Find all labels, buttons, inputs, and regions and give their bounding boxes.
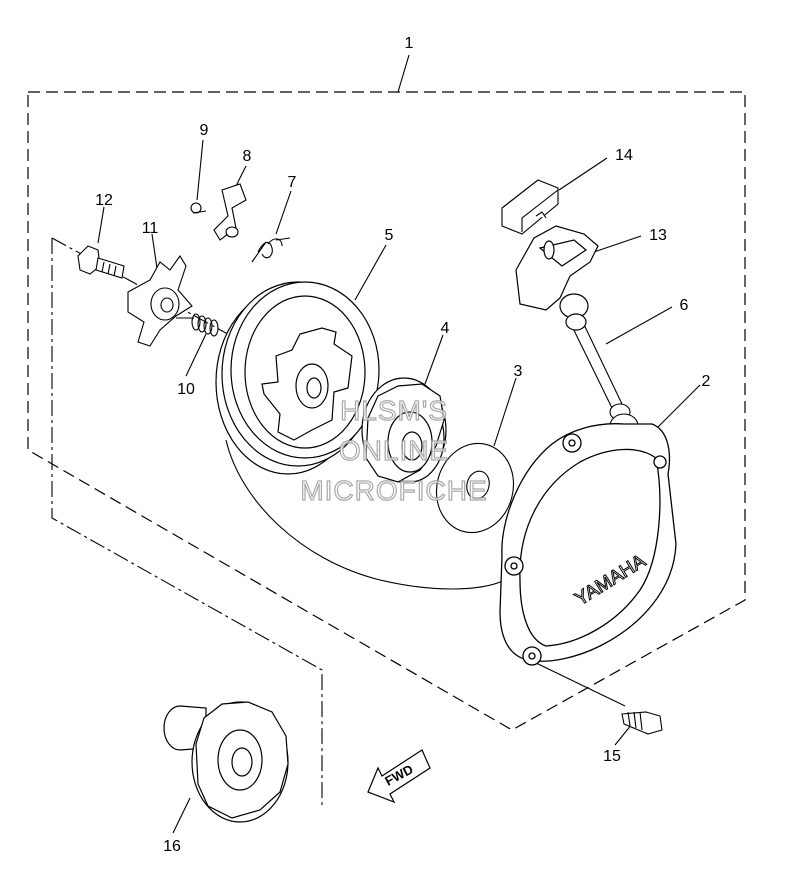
watermark-line-3: MICROFICHE: [300, 475, 487, 506]
part-number-9: 9: [200, 122, 209, 139]
watermark-line-2: ONLINE: [339, 435, 449, 466]
part-number-15: 15: [603, 748, 621, 765]
part-15-screw: [621, 711, 663, 735]
part-9-clip: [190, 202, 207, 214]
part-number-5: 5: [385, 227, 394, 244]
part-number-3: 3: [514, 363, 523, 380]
part-number-16: 16: [163, 838, 181, 855]
leader-lines: [97, 54, 701, 834]
part-16-drive-pulley: [163, 701, 289, 823]
part-number-2: 2: [702, 373, 711, 390]
part-number-12: 12: [95, 192, 113, 209]
part-8-pawl: [213, 183, 247, 241]
part-4-drive-plate: [361, 377, 447, 483]
part-11-friction-plate: [127, 254, 193, 347]
part-7-spring: [251, 237, 291, 263]
part-5-sheave-drum: [215, 281, 380, 475]
part-14-grip-insert: [501, 179, 559, 235]
watermark-line-1: HLSM'S: [340, 395, 448, 426]
starter-rope: [225, 311, 623, 590]
fwd-arrow-icon: FWD: [367, 749, 431, 804]
part-12-bolt: [77, 245, 125, 279]
part-2-starter-housing: [499, 423, 677, 666]
part-number-1: 1: [405, 35, 414, 52]
watermark: HLSM'S ONLINE MICROFICHE: [300, 394, 488, 506]
part-number-8: 8: [243, 148, 252, 165]
part-number-callouts: 1 2 3 4 5 6 7 8 9 10 11 12 13 14 15 16: [95, 35, 710, 855]
part-number-11: 11: [142, 220, 159, 237]
part-3-washer: [435, 442, 515, 534]
part-number-7: 7: [288, 174, 297, 191]
part-number-13: 13: [649, 227, 667, 244]
part-13-starter-handle: [515, 225, 599, 331]
part-number-10: 10: [177, 381, 195, 398]
part-10-spring: [176, 313, 219, 337]
part-number-6: 6: [680, 297, 689, 314]
assembly-dashed-boundary: [27, 91, 746, 731]
part-number-4: 4: [441, 320, 450, 337]
part-number-14: 14: [615, 147, 633, 164]
